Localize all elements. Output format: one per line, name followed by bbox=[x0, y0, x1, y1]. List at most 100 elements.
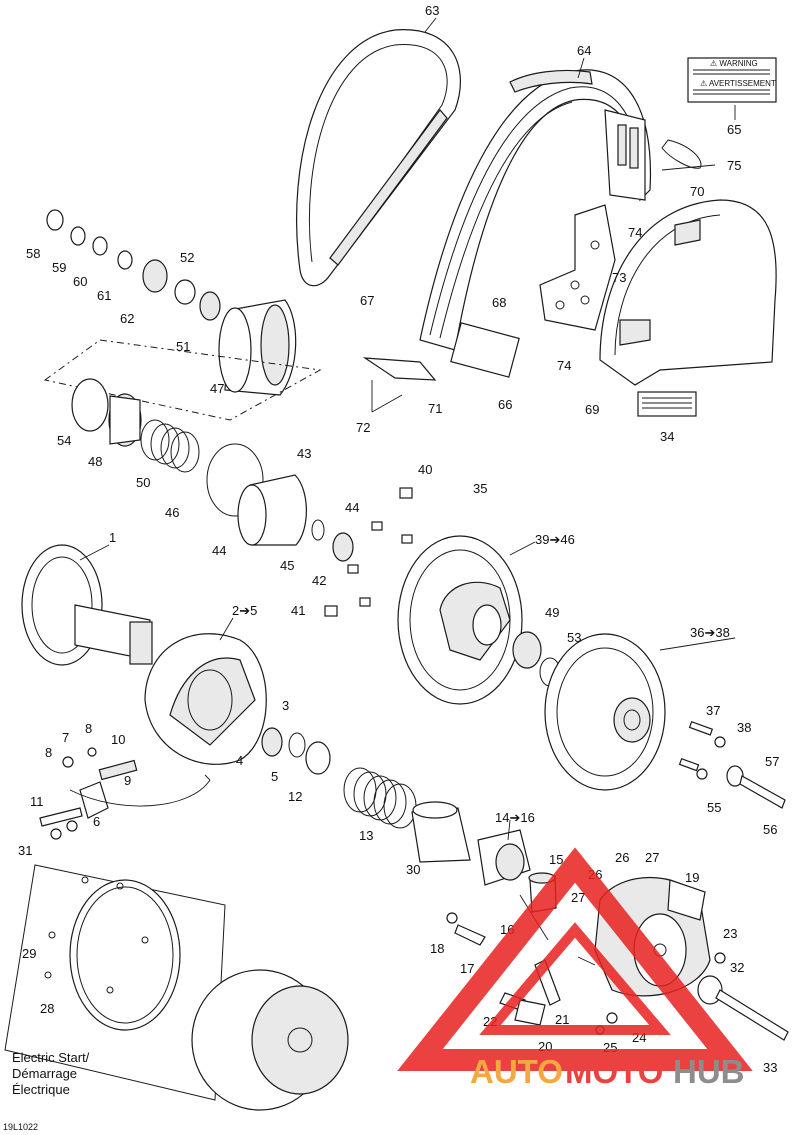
movable-sheave bbox=[144, 633, 267, 765]
callout-58: 58 bbox=[26, 246, 40, 261]
callout-27-mid: 27 bbox=[571, 890, 585, 905]
callout-4: 4 bbox=[236, 753, 243, 768]
callout-56: 56 bbox=[763, 822, 777, 837]
outer-guard-cover bbox=[599, 199, 777, 386]
callout-43: 43 bbox=[297, 446, 311, 461]
callout-67: 67 bbox=[360, 293, 374, 308]
callout-69: 69 bbox=[585, 402, 599, 417]
drive-belt bbox=[296, 29, 462, 287]
callout-42: 42 bbox=[312, 573, 326, 588]
driven-pulley bbox=[397, 535, 561, 705]
callout-35: 35 bbox=[473, 481, 487, 496]
callout-51: 51 bbox=[176, 339, 190, 354]
callout-21: 21 bbox=[555, 1012, 569, 1027]
callout-74-bottom: 74 bbox=[557, 358, 571, 373]
callout-2-5: 2➔5 bbox=[232, 603, 257, 618]
callout-38: 38 bbox=[737, 720, 751, 735]
callout-75: 75 bbox=[727, 158, 741, 173]
callout-45: 45 bbox=[280, 558, 294, 573]
callout-60: 60 bbox=[73, 274, 87, 289]
callout-8-right: 8 bbox=[85, 721, 92, 736]
callout-14-16: 14➔16 bbox=[495, 810, 535, 825]
watermark-word-1: AUTO bbox=[470, 1053, 563, 1090]
callout-63: 63 bbox=[425, 3, 439, 18]
drawing-code: 19L1022 bbox=[3, 1122, 38, 1132]
warning-label-line2: ⚠ AVERTISSEMENT bbox=[700, 79, 776, 88]
cam-bolts bbox=[324, 487, 413, 617]
callout-33: 33 bbox=[763, 1060, 777, 1075]
callout-5: 5 bbox=[271, 769, 278, 784]
callout-32: 32 bbox=[730, 960, 744, 975]
callout-74-top: 74 bbox=[628, 225, 642, 240]
warning-label-line1: ⚠ WARNING bbox=[710, 59, 758, 68]
callout-61: 61 bbox=[97, 288, 111, 303]
callout-70: 70 bbox=[690, 184, 704, 199]
callout-46: 46 bbox=[165, 505, 179, 520]
callout-7: 7 bbox=[62, 730, 69, 745]
callout-30: 30 bbox=[406, 862, 420, 877]
callout-71: 71 bbox=[428, 401, 442, 416]
callout-44-right: 44 bbox=[345, 500, 359, 515]
callouts: 63 64 65 75 70 74 73 74 68 67 66 71 72 6… bbox=[18, 3, 779, 1075]
callout-64: 64 bbox=[577, 43, 591, 58]
callout-44-left: 44 bbox=[212, 543, 226, 558]
sliding-sleeve bbox=[411, 801, 471, 863]
callout-40: 40 bbox=[418, 462, 432, 477]
drive-spring bbox=[343, 767, 417, 829]
callout-59: 59 bbox=[52, 260, 66, 275]
callout-72: 72 bbox=[356, 420, 370, 435]
retaining-ring-and-sleeve bbox=[206, 443, 354, 562]
driven-pulley-stack bbox=[46, 209, 297, 396]
callout-55: 55 bbox=[707, 800, 721, 815]
callout-37: 37 bbox=[706, 703, 720, 718]
callout-13: 13 bbox=[359, 828, 373, 843]
spring-assembly bbox=[71, 378, 200, 473]
callout-50: 50 bbox=[136, 475, 150, 490]
inset-caption-line1: Electric Start/ bbox=[12, 1050, 90, 1065]
callout-27-top: 27 bbox=[645, 850, 659, 865]
callout-66: 66 bbox=[498, 397, 512, 412]
callout-36-38: 36➔38 bbox=[690, 625, 730, 640]
callout-19: 19 bbox=[685, 870, 699, 885]
callout-9: 9 bbox=[124, 773, 131, 788]
callout-31: 31 bbox=[18, 843, 32, 858]
callout-62: 62 bbox=[120, 311, 134, 326]
inset-caption-line2: Démarrage bbox=[12, 1066, 77, 1081]
spider bbox=[477, 829, 531, 886]
callout-3: 3 bbox=[282, 698, 289, 713]
driven-pulley-cover bbox=[544, 633, 666, 791]
sheave-bearings bbox=[261, 727, 331, 775]
info-label bbox=[637, 391, 697, 417]
callout-1: 1 bbox=[109, 530, 116, 545]
inset-caption-line3: Électrique bbox=[12, 1082, 70, 1097]
watermark-word-2: MOTO bbox=[565, 1053, 663, 1090]
electric-start-inset: Electric Start/ Démarrage Électrique bbox=[4, 864, 349, 1111]
warning-label: ⚠ WARNING ⚠ AVERTISSEMENT bbox=[687, 57, 777, 103]
callout-57: 57 bbox=[765, 754, 779, 769]
assembly-arrow bbox=[69, 774, 211, 807]
watermark-logo: AUTO MOTO HUB bbox=[397, 847, 753, 1090]
callout-28: 28 bbox=[40, 1001, 54, 1016]
callout-47: 47 bbox=[210, 381, 224, 396]
centrifugal-lever bbox=[39, 747, 138, 840]
callout-48: 48 bbox=[88, 454, 102, 469]
callout-29: 29 bbox=[22, 946, 36, 961]
callout-8-left: 8 bbox=[45, 745, 52, 760]
callout-53: 53 bbox=[567, 630, 581, 645]
callout-73: 73 bbox=[612, 270, 626, 285]
cover-fasteners bbox=[678, 720, 786, 809]
callout-41: 41 bbox=[291, 603, 305, 618]
callout-68: 68 bbox=[492, 295, 506, 310]
watermark-triangle bbox=[397, 847, 753, 1071]
callout-52: 52 bbox=[180, 250, 194, 265]
belt-guard bbox=[419, 69, 652, 378]
callout-17: 17 bbox=[460, 961, 474, 976]
leader-lines bbox=[79, 17, 736, 966]
callout-12: 12 bbox=[288, 789, 302, 804]
watermark-word-3: HUB bbox=[673, 1053, 745, 1090]
one-way-clutch-assembly bbox=[594, 876, 789, 1041]
subassembly-outline bbox=[43, 339, 322, 421]
mounting-bracket bbox=[539, 204, 616, 331]
callout-26-top: 26 bbox=[615, 850, 629, 865]
